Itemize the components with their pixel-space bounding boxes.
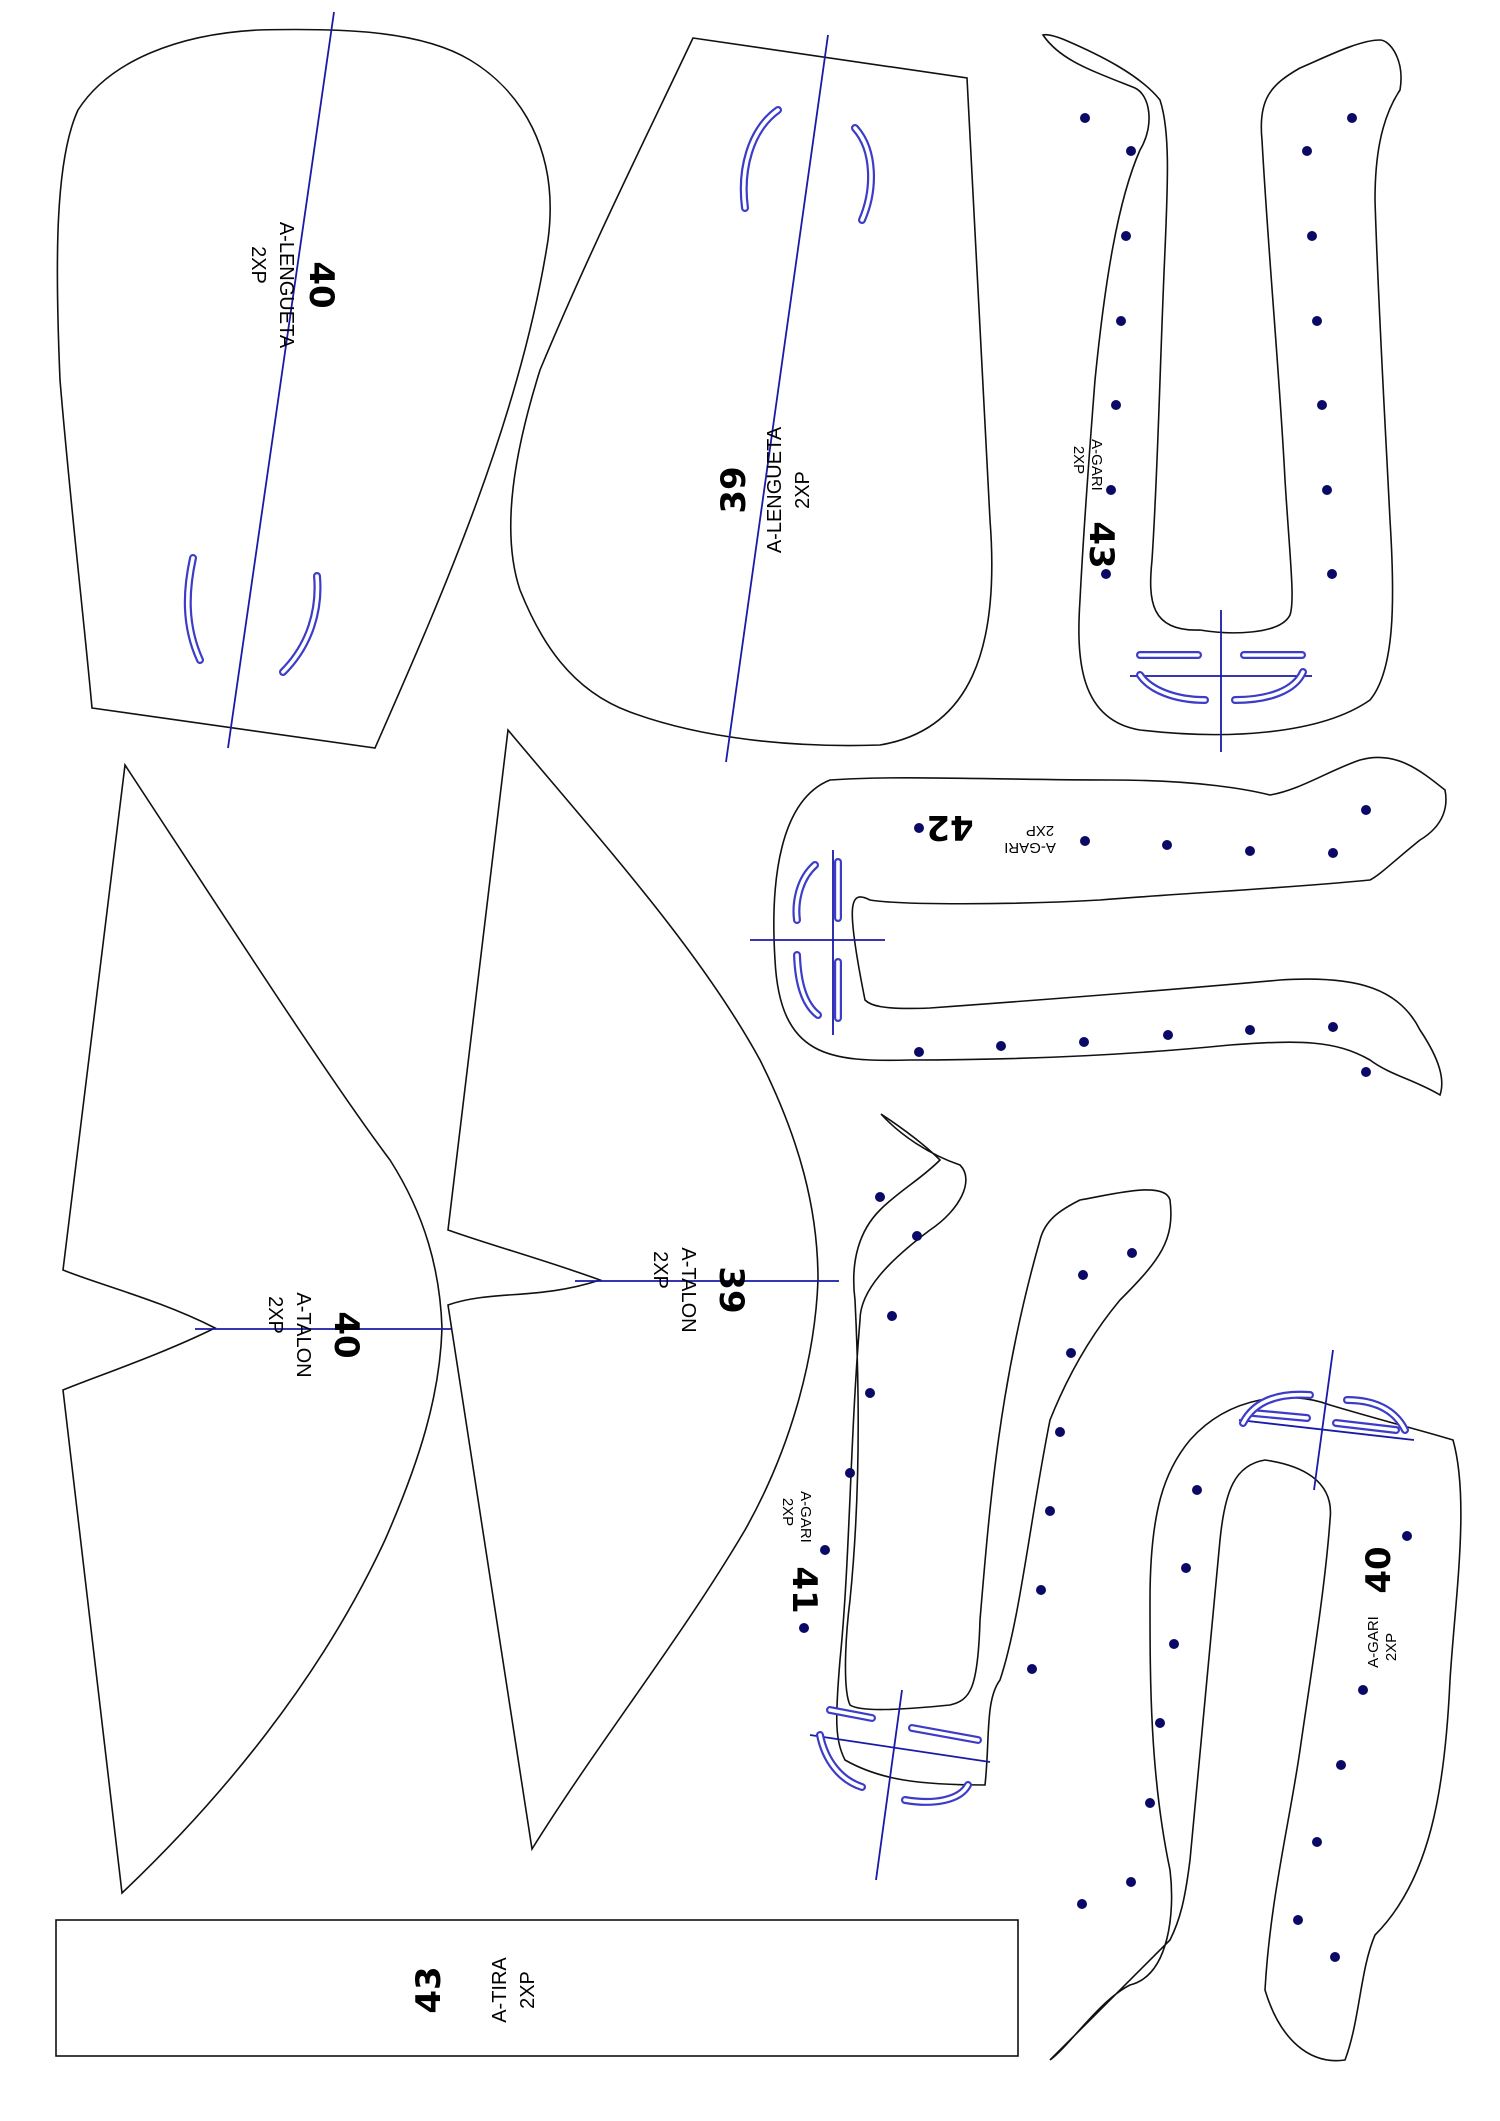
- grain-line: [875, 1689, 903, 1881]
- piece-size: 40: [1359, 1546, 1399, 1593]
- piece-gari-42: 42 A-GARI 2XP: [750, 756, 1447, 1097]
- piece-tira-43: 43 A-TIRA 2XP: [55, 1919, 1019, 2057]
- grain-line: [1238, 1419, 1415, 1441]
- piece-qty: 2XP: [1383, 1633, 1400, 1661]
- grain-line: [725, 34, 829, 763]
- piece-name: A-TALON: [677, 1247, 699, 1332]
- piece-name: A-GARI: [1088, 439, 1105, 491]
- piece-name: A-GARI: [1004, 839, 1056, 856]
- piece-name: A-TALON: [292, 1292, 314, 1377]
- piece-qty: 2XP: [649, 1251, 671, 1289]
- punch-holes: [1077, 1485, 1412, 1962]
- piece-talon-40: 40 A-TALON 2XP: [62, 762, 456, 1895]
- buttonhole-slots: [1136, 651, 1307, 704]
- piece-name: A-GARI: [1365, 1616, 1382, 1668]
- piece-size: 40: [326, 1311, 366, 1358]
- piece-lengueta-39: 39 A-LENGUETA 2XP: [509, 34, 993, 763]
- piece-qty: 2XP: [792, 471, 814, 509]
- piece-size: 39: [711, 1266, 751, 1313]
- piece-qty: 2XP: [264, 1296, 286, 1334]
- piece-qty: 2XP: [1026, 822, 1054, 839]
- punch-holes: [914, 805, 1371, 1077]
- punch-holes: [1080, 113, 1357, 579]
- piece-gari-43: 43 A-GARI 2XP: [1041, 33, 1402, 752]
- piece-gari-40: 40 A-GARI 2XP: [1049, 1349, 1462, 2062]
- grain-line: [1313, 1349, 1334, 1491]
- piece-size: 39: [714, 466, 754, 513]
- piece-qty: 2XP: [517, 1971, 539, 2009]
- piece-qty: 2XP: [247, 246, 269, 284]
- piece-size: 40: [301, 261, 341, 308]
- buttonhole-slots: [816, 1706, 982, 1806]
- piece-size: 43: [1081, 521, 1121, 568]
- grain-line: [227, 11, 335, 749]
- piece-name: A-LENGUETA: [764, 426, 786, 553]
- grain-line: [809, 1734, 991, 1763]
- buttonhole-slots: [739, 106, 876, 224]
- piece-name: A-GARI: [797, 1491, 814, 1543]
- buttonhole-slots: [1239, 1390, 1409, 1434]
- piece-size: 42: [926, 807, 973, 847]
- punch-holes: [799, 1192, 1137, 1674]
- piece-qty: 2XP: [779, 1498, 796, 1526]
- piece-talon-39: 39 A-TALON 2XP: [447, 728, 839, 1852]
- buttonhole-slots: [792, 858, 842, 1022]
- piece-name: A-TIRA: [489, 1957, 511, 2023]
- piece-size: 41: [784, 1566, 824, 1613]
- piece-gari-41: 41 A-GARI 2XP: [779, 1113, 1172, 1881]
- piece-name: A-LENGUETA: [275, 222, 297, 349]
- piece-lengueta-40: 40 A-LENGUETA 2XP: [56, 11, 551, 749]
- piece-size: 43: [409, 1966, 449, 2013]
- buttonhole-slots: [183, 554, 322, 676]
- piece-qty: 2XP: [1070, 446, 1087, 474]
